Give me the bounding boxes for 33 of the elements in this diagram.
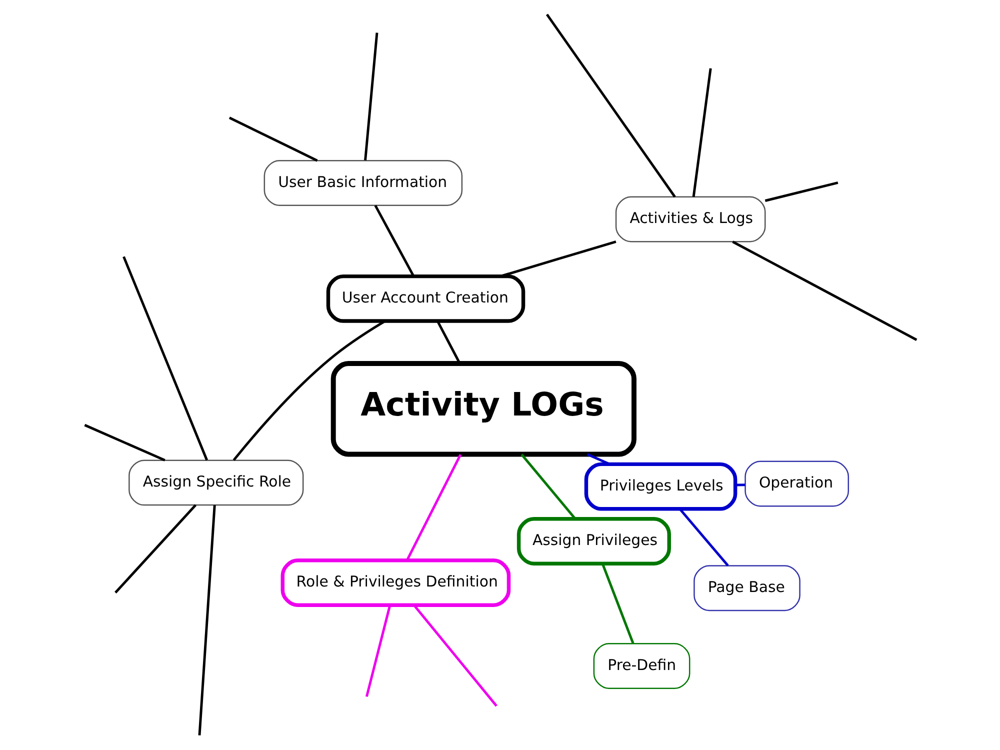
node-box: Privileges Levels bbox=[584, 462, 737, 511]
connector bbox=[436, 320, 460, 364]
node-box: User Account Creation bbox=[326, 274, 525, 323]
connector bbox=[198, 505, 216, 736]
connector bbox=[406, 454, 462, 561]
connector bbox=[692, 68, 712, 197]
node-box: Page Base bbox=[693, 565, 800, 612]
connector bbox=[586, 453, 610, 466]
node-box: Assign Privileges bbox=[516, 517, 670, 566]
connector bbox=[232, 320, 385, 461]
node-box: Operation bbox=[744, 460, 848, 507]
node-box: Assign Specific Role bbox=[128, 460, 304, 506]
connector bbox=[545, 14, 676, 198]
node-box: Pre-Defin bbox=[592, 643, 690, 689]
connector bbox=[84, 424, 165, 462]
connector bbox=[412, 604, 497, 707]
connector bbox=[364, 605, 391, 697]
connector bbox=[764, 182, 838, 202]
connector bbox=[601, 564, 634, 644]
node-box: Activities & Logs bbox=[614, 196, 766, 242]
node-box: Role & Privileges Definition bbox=[280, 558, 510, 607]
node-box: Activity LOGs bbox=[330, 361, 636, 457]
connector bbox=[500, 240, 616, 278]
connector bbox=[228, 116, 318, 162]
connector bbox=[732, 240, 917, 341]
connector bbox=[678, 508, 728, 566]
node-box: User Basic Information bbox=[263, 160, 462, 206]
connector bbox=[374, 204, 414, 276]
connector bbox=[114, 504, 196, 594]
connector bbox=[520, 454, 576, 520]
connector bbox=[735, 484, 745, 486]
connector bbox=[364, 32, 378, 160]
connector bbox=[122, 256, 208, 461]
